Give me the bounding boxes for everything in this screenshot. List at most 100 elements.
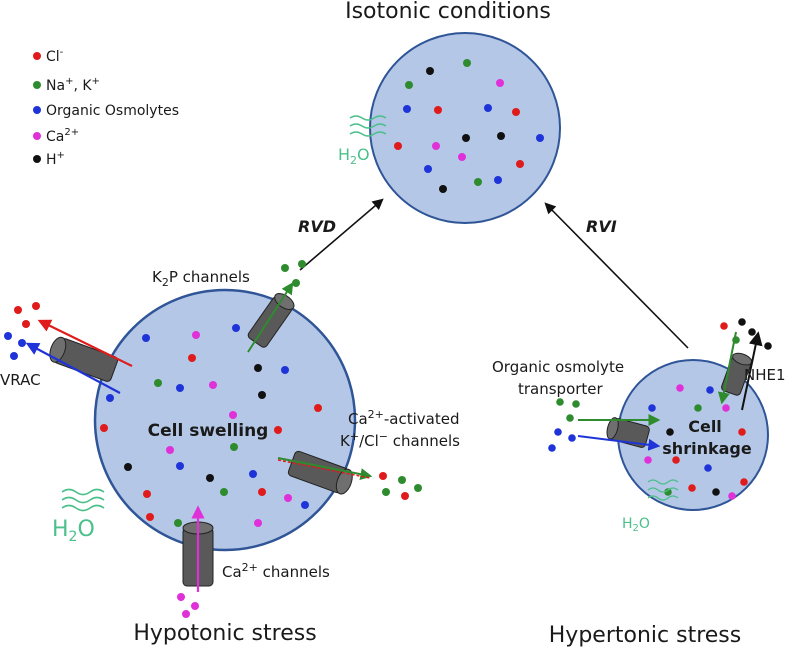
svg-text:Ca2+-activated: Ca2+-activated	[348, 408, 460, 428]
ion-dot	[298, 260, 306, 268]
isotonic-water-h: H	[338, 145, 350, 164]
ion-dot	[4, 332, 12, 340]
ion-dot	[403, 105, 411, 113]
legend-cation-dot	[33, 81, 41, 89]
legend-chloride-dot	[33, 52, 41, 60]
ion-dot	[424, 165, 432, 173]
ca-channels-sup: 2+	[242, 561, 258, 574]
ion-dot	[458, 153, 466, 161]
isotonic-water-sub: 2	[350, 154, 357, 167]
ion-dot	[274, 426, 282, 434]
osmolyte-transporter-line2: transporter	[518, 380, 604, 398]
vrac-channel	[25, 319, 133, 394]
ion-dot	[154, 379, 162, 387]
ion-dot	[14, 306, 22, 314]
hypo-water-sub: 2	[69, 529, 78, 545]
ion-dot	[712, 488, 720, 496]
rvd-label: RVD	[298, 217, 336, 236]
ion-dot	[688, 484, 696, 492]
ion-dot	[405, 81, 413, 89]
legend-calcium: Ca2+	[33, 127, 79, 145]
swollen-cell	[93, 288, 357, 552]
legend-proton: H+	[33, 150, 65, 168]
shrunk-cell-group: Cell shrinkage NHE1 Organic osmolyte tra…	[492, 318, 786, 534]
ion-dot	[426, 67, 434, 75]
ion-dot	[191, 602, 199, 610]
k2p-label-sub: 2	[162, 276, 169, 289]
legend-chloride-sup: -	[60, 47, 64, 58]
swollen-cell-ions	[100, 324, 322, 527]
ion-dot	[284, 494, 292, 502]
hyper-water-sub: 2	[633, 523, 639, 534]
legend-chloride: Cl-	[33, 47, 64, 65]
ion-dot	[182, 610, 190, 618]
ion-dot	[379, 472, 387, 480]
ion-dot	[666, 428, 674, 436]
ion-dot	[676, 384, 684, 392]
ion-dot	[548, 444, 556, 452]
ion-dot	[401, 492, 409, 500]
ca-activated-channel	[277, 450, 373, 495]
rvi-label: RVI	[586, 217, 617, 236]
ion-dot	[258, 391, 266, 399]
hypo-water-o: O	[77, 517, 94, 542]
ion-dot	[728, 492, 736, 500]
ca-act-line1-a: Ca	[348, 410, 368, 428]
svg-text:H2O: H2O	[52, 517, 95, 545]
ca-channels-b: channels	[258, 563, 330, 581]
ion-dot	[434, 106, 442, 114]
ca-act-line2-c: channels	[388, 432, 460, 450]
swollen-cell-group: Cell swelling K2P channels VRAC	[0, 260, 460, 618]
ion-dot	[174, 519, 182, 527]
ion-dot	[414, 484, 422, 492]
k2p-label-tail: P channels	[169, 268, 250, 286]
ion-dot	[209, 381, 217, 389]
ion-dot	[106, 394, 114, 402]
svg-text:H2O: H2O	[622, 516, 650, 534]
ion-dot	[496, 79, 504, 87]
calcium-channel	[182, 505, 214, 592]
legend-osmolyte: Organic Osmolytes	[33, 103, 179, 119]
hypotonic-released-ions	[4, 260, 422, 618]
cell-shrinkage-line2: shrinkage	[662, 439, 752, 458]
ion-dot	[738, 318, 746, 326]
ion-dot	[497, 132, 505, 140]
ion-dot	[22, 320, 30, 328]
rvd-arrow	[299, 198, 384, 271]
ion-dot	[232, 324, 240, 332]
ion-dot	[32, 302, 40, 310]
legend-cation-label: Na	[46, 78, 65, 94]
ion-dot	[314, 404, 322, 412]
svg-text:H+: H+	[46, 150, 65, 168]
shrunk-cell-ions	[644, 384, 748, 500]
ion-dot	[484, 104, 492, 112]
ion-dot	[439, 185, 447, 193]
ion-dot	[382, 488, 390, 496]
ion-dot	[176, 462, 184, 470]
ion-dot	[124, 463, 132, 471]
ion-dot	[554, 428, 562, 436]
isotonic-cell-group: H2O	[338, 32, 561, 224]
ion-dot	[143, 490, 151, 498]
ion-dot	[494, 176, 502, 184]
ion-dot	[176, 384, 184, 392]
vrac-label: VRAC	[0, 371, 41, 389]
legend-osmolyte-label: Organic Osmolytes	[46, 103, 179, 119]
svg-text:Ca2+: Ca2+	[46, 127, 79, 145]
hypotonic-water-icon	[61, 488, 105, 512]
ion-dot	[292, 279, 300, 287]
ion-dot	[572, 400, 580, 408]
ion-dot	[740, 478, 748, 486]
ion-dot	[146, 513, 154, 521]
ca-channels-a: Ca	[222, 563, 242, 581]
ca-act-line2-a: K	[340, 432, 351, 450]
hyper-water-h: H	[622, 516, 633, 532]
ion-dot	[188, 354, 196, 362]
ca-act-line2-b: /Cl	[359, 432, 379, 450]
legend: Cl- Na+, K+ Organic Osmolytes Ca2+ H+	[33, 47, 179, 168]
ion-dot	[301, 501, 309, 509]
ion-dot	[249, 470, 257, 478]
ion-dot	[568, 434, 576, 442]
ca-act-line2-sup2: −	[379, 430, 388, 443]
k2p-label-k: K	[152, 268, 163, 286]
